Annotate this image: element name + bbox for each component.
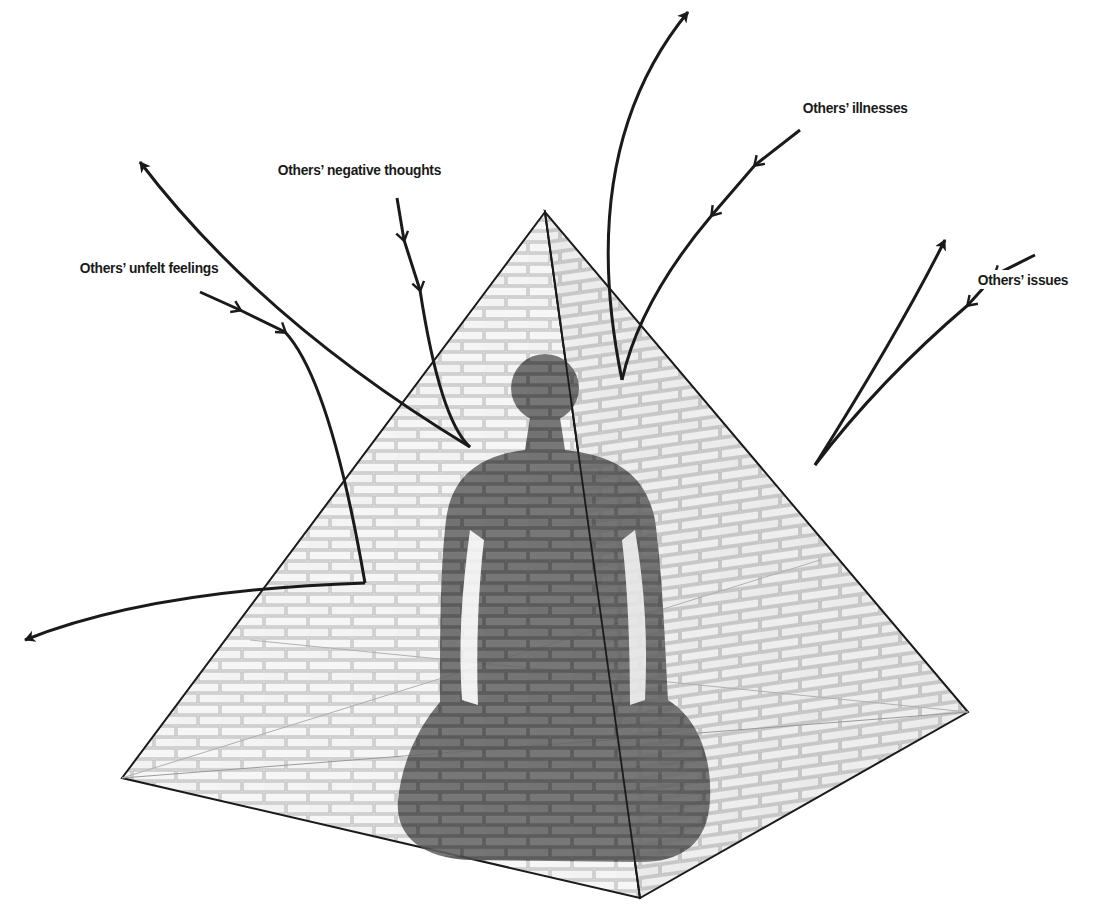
arrow-label: Others’ illnesses — [800, 98, 911, 117]
arrow-label: Others’ issues — [975, 270, 1071, 289]
arrow-label: Others’ negative thoughts — [275, 160, 444, 179]
arrow-label: Others’ unfelt feelings — [77, 258, 221, 277]
